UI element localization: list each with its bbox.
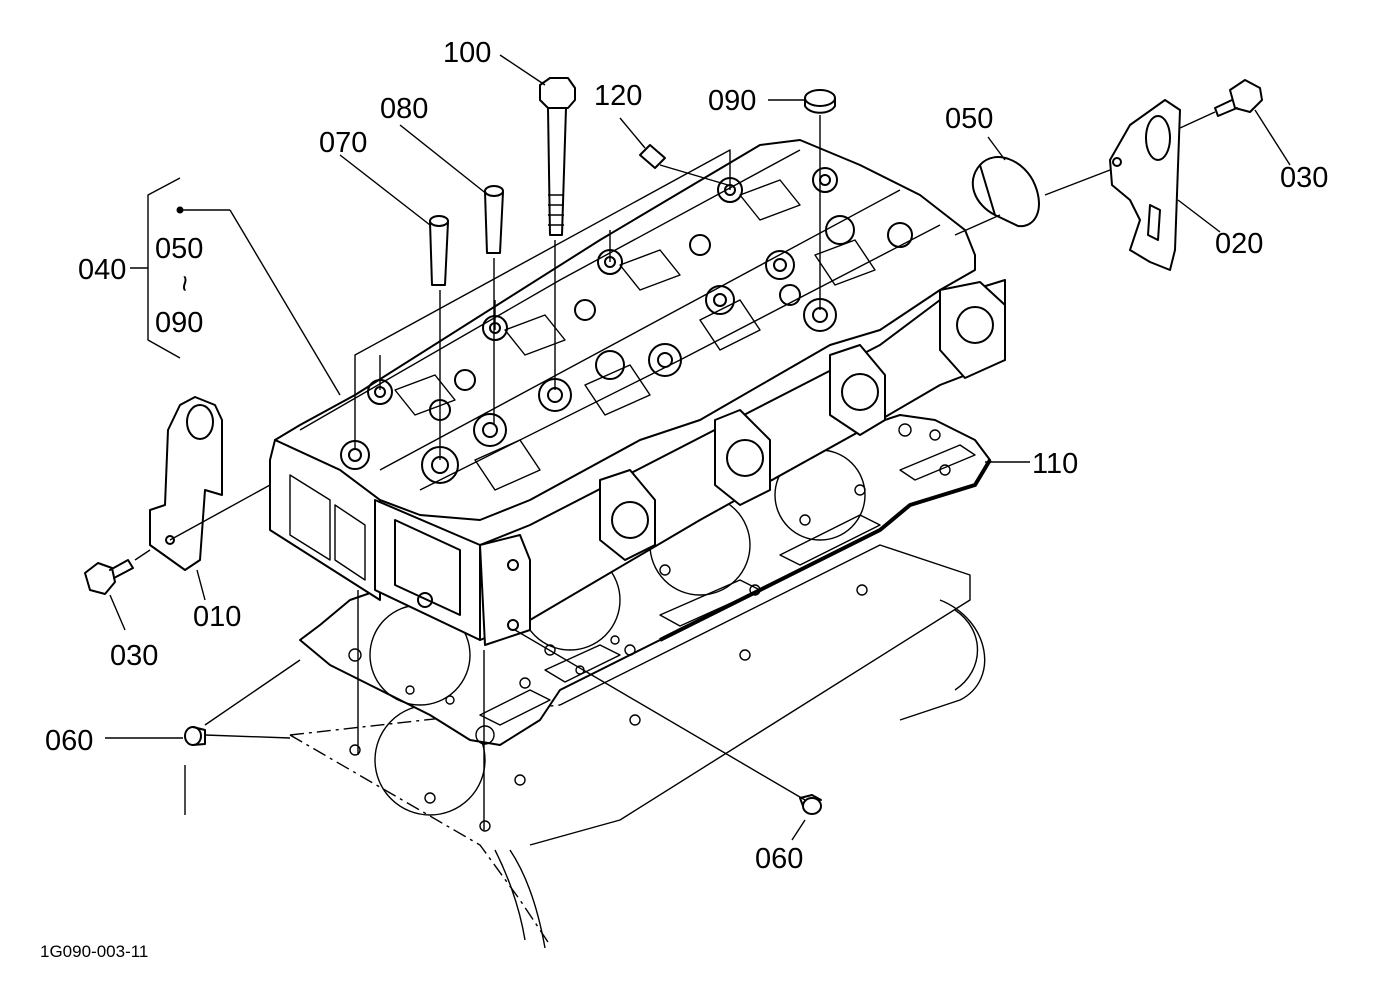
dowel-pipe-070: [429, 215, 449, 286]
label-030-left: 030: [110, 640, 158, 672]
plug-060-bottom: [799, 794, 822, 815]
head-bolt-100: [539, 77, 576, 236]
dowel-pipe-080: [484, 185, 504, 254]
label-060-bottom: 060: [755, 843, 803, 875]
label-050-right: 050: [945, 103, 993, 135]
label-110: 110: [1032, 448, 1078, 480]
cylinder-head: [269, 139, 1006, 646]
cap-090: [804, 89, 836, 114]
label-100: 100: [443, 37, 491, 69]
group-bracket-040: [130, 177, 181, 359]
label-080: 080: [380, 93, 428, 125]
label-010: 010: [193, 601, 241, 633]
bolt-030-right: [1214, 79, 1263, 117]
bolt-030-left: [84, 559, 134, 595]
label-040-range-end: 090: [155, 307, 203, 339]
reference-dot: [176, 206, 184, 214]
label-070: 070: [319, 127, 367, 159]
label-090-top: 090: [708, 85, 756, 117]
label-040: 040: [78, 254, 126, 286]
plug-060-left: [184, 726, 206, 746]
part-labels: 100 120 090 080 070 050 030 020 040 050 …: [40, 37, 1328, 961]
hanger-020: [1109, 99, 1181, 271]
label-040-range-start: 050: [155, 233, 203, 265]
plug-050: [971, 156, 1040, 228]
label-120: 120: [594, 80, 642, 112]
leader-lines: [105, 54, 1291, 841]
label-040-range-sep: ~: [168, 275, 200, 292]
label-060-left: 060: [45, 725, 93, 757]
hanger-010: [149, 396, 223, 571]
drawing-number: 1G090-003-11: [40, 942, 148, 961]
plug-120: [639, 144, 666, 169]
label-030-right: 030: [1280, 162, 1328, 194]
label-020: 020: [1215, 228, 1263, 260]
